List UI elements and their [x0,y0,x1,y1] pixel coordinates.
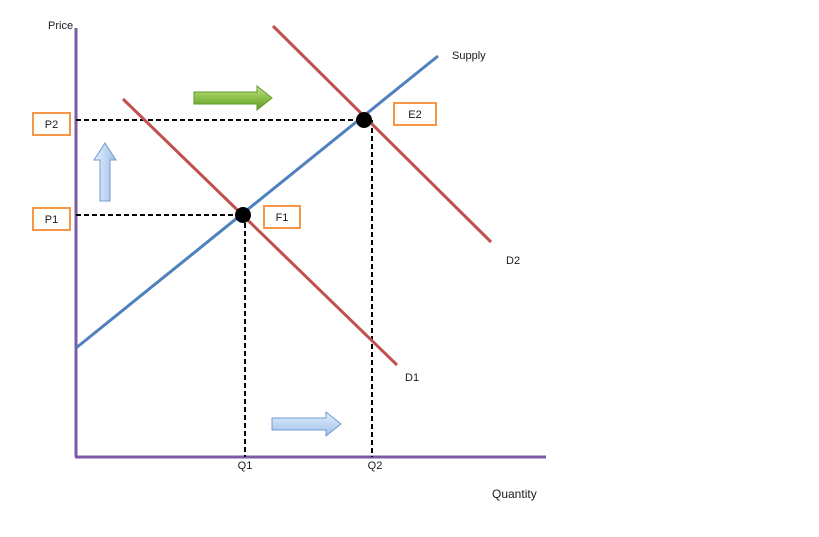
q1-label: Q1 [238,460,253,472]
e1-label-box [263,205,301,229]
e1-label: F1 [276,212,289,224]
e2-label-box [393,102,437,126]
supply-label: Supply [452,50,486,62]
supply-curve [75,54,439,350]
green-right-arrow-icon [193,84,273,112]
q2-label: Q2 [368,460,383,472]
demand-curve-d2 [271,24,493,244]
d2-label: D2 [506,255,520,267]
equilibrium-point-e2 [356,112,372,128]
blue-up-arrow-icon [93,142,117,202]
x-axis-label: Quantity [492,487,537,501]
p1-label-box [32,207,71,231]
demand-curve-d1 [121,97,399,367]
p1-label: P1 [45,214,58,226]
blue-right-arrow-icon [271,410,342,438]
d1-label: D1 [405,372,419,384]
p2-label: P2 [45,119,58,131]
e2-label: E2 [408,109,421,121]
p2-label-box [32,112,71,136]
equilibrium-point-e1 [235,207,251,223]
y-axis-label: Price [48,20,73,32]
